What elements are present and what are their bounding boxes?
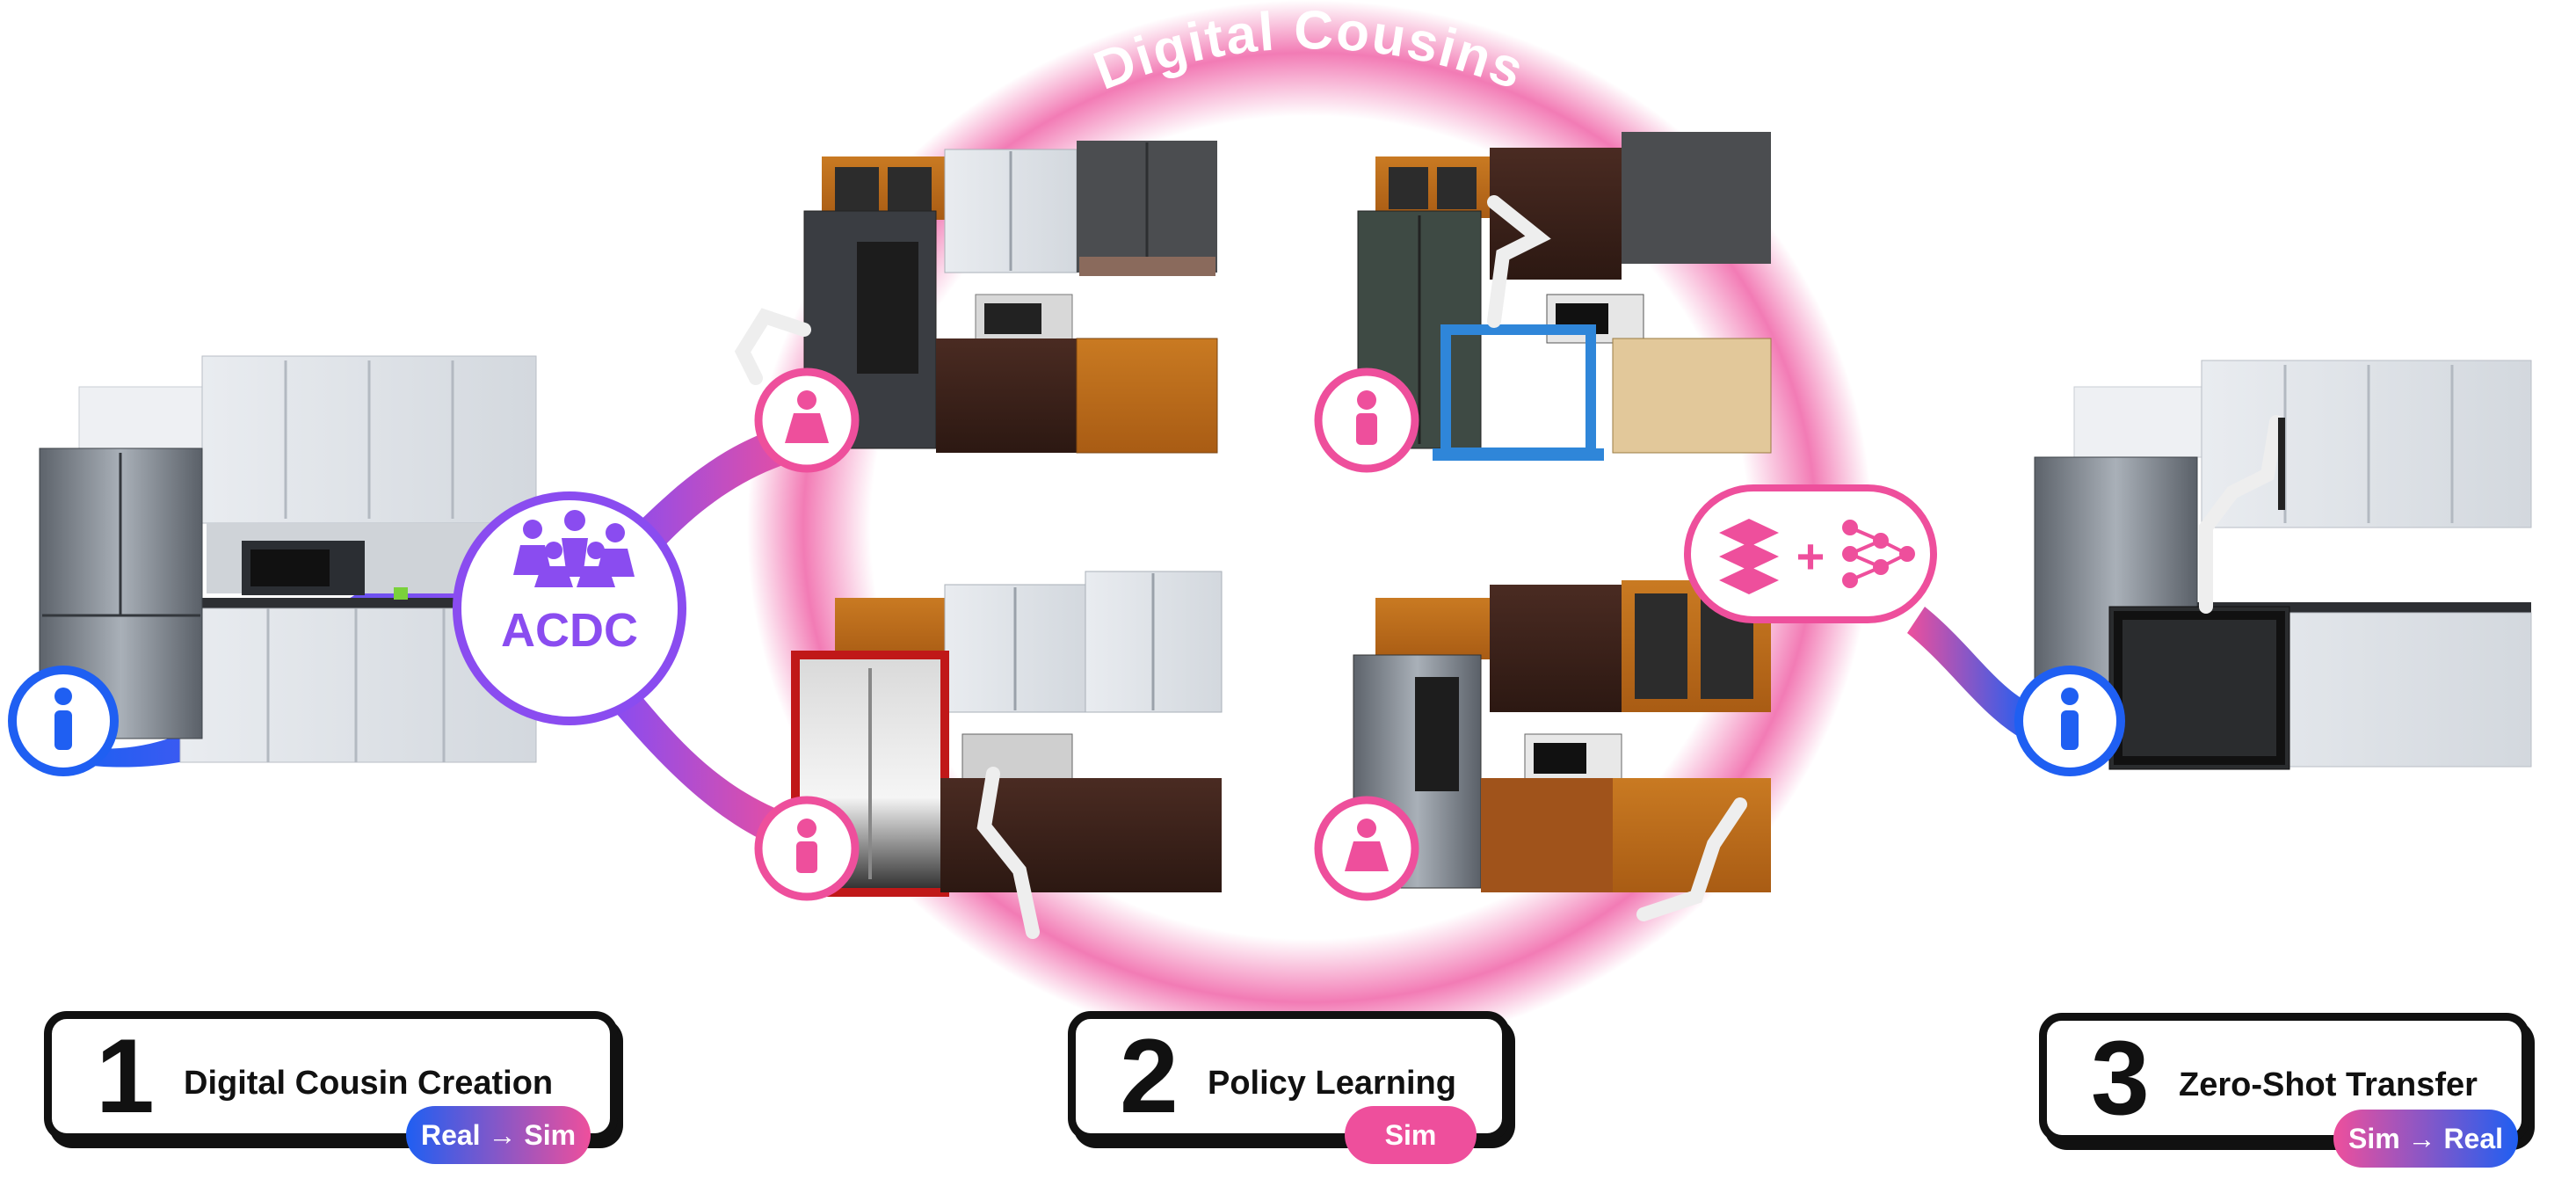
- step-2-title: Policy Learning: [1208, 1065, 1456, 1102]
- step-3-tag: Sim → Real: [2333, 1110, 2518, 1168]
- policy-bubble: +: [1684, 484, 1937, 623]
- real-lab-image: [2034, 360, 2532, 770]
- cousin-scene-bottom-right: [1353, 580, 1771, 921]
- acdc-label: ACDC: [501, 604, 638, 657]
- cousin-scene-top-left: [734, 141, 1218, 454]
- person-icon: [1314, 796, 1419, 901]
- neural-network-icon: [1842, 520, 1915, 588]
- info-icon: [2014, 666, 2125, 776]
- plus-symbol: +: [1796, 528, 1825, 584]
- step-2-box: 2 Policy Learning: [1068, 1011, 1510, 1141]
- step-2-number: 2: [1120, 1017, 1179, 1135]
- step-3-number: 3: [2091, 1019, 2150, 1137]
- step-1-tag: Real → Sim: [406, 1106, 591, 1164]
- layers-icon: [1719, 519, 1779, 594]
- cousin-scene-bottom-left: [791, 571, 1223, 939]
- acdc-bubble: ACDC: [453, 491, 686, 725]
- people-group-icon: [513, 510, 635, 587]
- person-icon: [754, 368, 860, 473]
- step-2-tag: Sim: [1345, 1106, 1477, 1164]
- step-1-title: Digital Cousin Creation: [184, 1065, 554, 1102]
- person-icon: [754, 796, 860, 901]
- info-icon: [8, 666, 119, 776]
- cousin-scene-top-right: [1357, 132, 1772, 461]
- person-icon: [1314, 368, 1419, 473]
- step-1-number: 1: [96, 1017, 155, 1135]
- step-3-title: Zero-Shot Transfer: [2179, 1066, 2478, 1103]
